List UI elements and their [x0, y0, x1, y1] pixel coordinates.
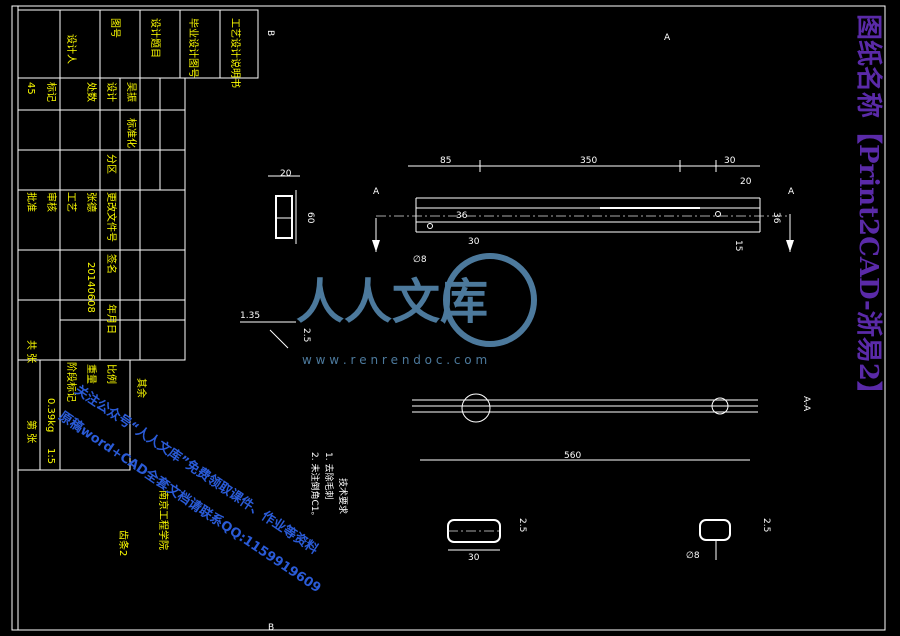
notes-line2: 2. 未注倒角C1。: [309, 452, 321, 520]
label-stage: 阶段标记: [65, 362, 78, 402]
value-checker: 张德: [85, 192, 98, 212]
label-count: 处数: [85, 82, 98, 102]
value-scale: 1:5: [45, 448, 56, 464]
detail-bottom-right: ∅8 2.5: [686, 518, 771, 561]
dim-30-detail: 30: [468, 553, 480, 563]
dim-2-5-left: 2.5: [517, 518, 527, 532]
detail-chamfer: 1.35 2.5: [240, 311, 311, 349]
label-designer: 设计: [105, 82, 118, 102]
dim-560: 560: [564, 451, 581, 461]
dim-30-top: 30: [724, 156, 736, 166]
dim-36-inner: 36: [456, 211, 468, 221]
promo-overlay: 关注公众号“人人文库”免费领取课件、作业等资料 原稿word+CAD全套文档请联…: [56, 382, 324, 596]
notes-title: 技术要求: [337, 478, 349, 514]
dim-phi8: ∅8: [413, 255, 427, 265]
label-standard: 标准化: [125, 118, 138, 148]
section-mark-left: A: [373, 187, 380, 197]
dim-2-5-right: 2.5: [761, 518, 771, 532]
title-mark-b: B: [265, 30, 275, 36]
label-sign: 签名: [105, 254, 118, 274]
dim-85: 85: [440, 156, 451, 166]
watermark-site: w w w . r e n r e n d o c . c o m: [302, 353, 487, 367]
dim-2-5-detail: 2.5: [301, 328, 311, 342]
frame-mark-top: A: [664, 33, 671, 43]
end-view-small: 20 60: [268, 169, 315, 244]
label-craft: 工艺: [65, 192, 77, 212]
value-designer: 吴振: [125, 82, 138, 102]
label-checker: 审核: [45, 192, 58, 212]
label-zone: 分区: [105, 154, 117, 174]
dim-phi8-detail: ∅8: [686, 551, 700, 561]
dim-1-35: 1.35: [240, 311, 260, 321]
title-drawing-no: 毕业设计图号: [187, 18, 200, 78]
section-mark-right: A: [788, 187, 795, 197]
front-view: 85 350 30 20 30 15 36 36 ∅8 A A: [372, 156, 795, 265]
label-approve: 批准: [25, 192, 38, 212]
section-title-aa: A-A: [801, 396, 811, 412]
dim-60: 60: [305, 212, 315, 224]
right-banner-title: 图纸名称【Print2CAD-浙易2】: [853, 14, 884, 407]
detail-bottom-left: 30 2.5: [447, 518, 527, 563]
dim-20-small: 20: [280, 169, 292, 179]
dim-30-bottom: 30: [468, 237, 480, 247]
technical-notes: 技术要求 1. 去除毛刺 2. 未注倒角C1。: [309, 452, 349, 520]
label-weight: 重量: [85, 364, 98, 384]
watermark-brand: 人人文库: [296, 274, 488, 330]
label-other: 其余: [135, 378, 148, 398]
value-school: 南京工程学院: [157, 490, 170, 550]
section-view-aa: 560 A-A: [412, 393, 811, 461]
title-designer-label: 设计人: [65, 34, 78, 64]
dim-36: 36: [771, 212, 781, 224]
title-block-text: 毕业设计图号 工艺设计说明书 设计题目 图号 B 设计人 标记 处数 设计 吴振…: [25, 18, 275, 556]
label-date: 年月日: [105, 304, 118, 334]
label-scale: 比例: [105, 364, 118, 384]
value-material: 45: [25, 82, 36, 95]
dim-350: 350: [580, 156, 597, 166]
title-block: [17, 9, 259, 471]
label-change: 更改文件号: [105, 192, 118, 242]
value-drawing-name: 齿条2: [117, 530, 130, 556]
title-drawing-code: 工艺设计说明书: [229, 18, 242, 88]
dim-20-top: 20: [740, 177, 752, 187]
promo-line2: 原稿word+CAD全套文档请联系QQ:1159919609: [56, 408, 324, 596]
title-part-name: 设计题目: [149, 18, 162, 58]
title-doc-code: 图号: [109, 18, 121, 38]
value-date: 20140608: [85, 262, 96, 313]
dim-15: 15: [733, 240, 743, 251]
frame-mark-bottom: B: [268, 623, 274, 633]
label-mark: 标记: [45, 82, 57, 102]
label-sheet2: 第 张: [25, 420, 38, 443]
value-weight: 0.39kg: [45, 398, 56, 432]
label-sheet: 共 张: [25, 340, 37, 363]
drawing-frame: [11, 5, 886, 631]
watermark: 人人文库 w w w . r e n r e n d o c . c o m: [296, 253, 537, 367]
notes-line1: 1. 去除毛刺: [323, 452, 335, 499]
